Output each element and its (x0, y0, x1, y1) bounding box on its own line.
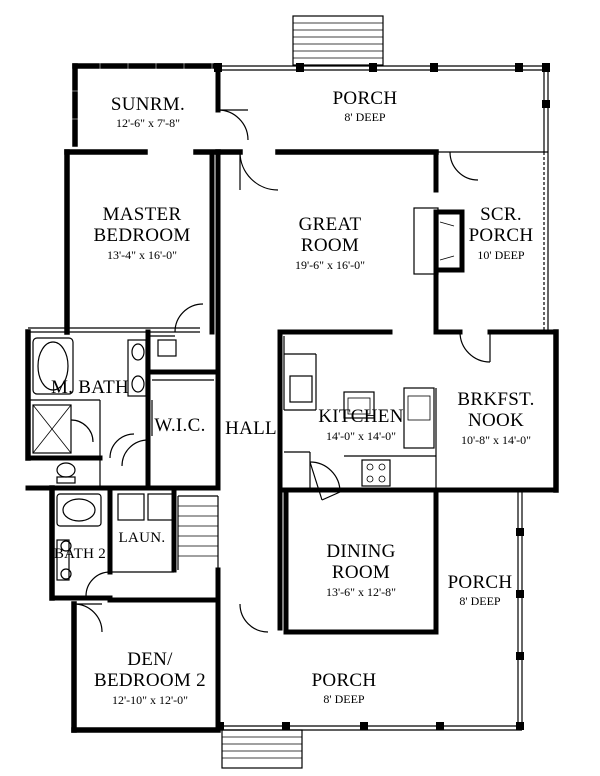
den-bedroom-2-name-1: DEN/ (127, 649, 173, 670)
screen-porch-name-2: PORCH (469, 225, 534, 246)
master-bath-name: M. BATH (51, 377, 129, 398)
porch-top-dims: 8' DEEP (344, 110, 385, 124)
hall-name: HALL (225, 418, 277, 439)
den-bedroom-2-name-2: BEDROOM 2 (94, 670, 206, 691)
porch-bottom-dims: 8' DEEP (323, 692, 364, 706)
den-walls (71, 597, 221, 733)
room-labels: SUNRM. 12'-6" x 7'-8" PORCH 8' DEEP MAST… (51, 88, 534, 707)
kitchen-dims: 14'-0" x 14'-0" (326, 429, 396, 443)
master-suite-walls (25, 149, 221, 491)
porch-right-dims: 8' DEEP (459, 594, 500, 608)
walk-in-closet-name: W.I.C. (154, 415, 205, 436)
bath2-laundry-walls (49, 485, 219, 601)
dining-room-name-2: ROOM (332, 562, 390, 583)
sunroom-name: SUNRM. (111, 94, 185, 115)
great-room-name-2: ROOM (301, 235, 359, 256)
bath-2-name: BATH 2 (54, 546, 106, 562)
nook-walls (433, 329, 559, 493)
breakfast-nook-name-1: BRKFST. (457, 389, 534, 410)
screen-porch-dims: 10' DEEP (477, 248, 524, 262)
porch-bottom-outline (216, 722, 522, 769)
kitchen-dining-walls (239, 329, 439, 635)
great-room-dims: 19'-6" x 16'-0" (295, 258, 365, 272)
exterior-walls (64, 149, 549, 335)
den-bedroom-2-dims: 12'-10" x 12'-0" (112, 693, 188, 707)
front-steps-top (292, 15, 384, 66)
dining-room-name-1: DINING (326, 541, 395, 562)
kitchen-name: KITCHEN (318, 406, 403, 427)
screen-porch-name-1: SCR. (480, 204, 522, 225)
sunroom-walls (72, 63, 249, 151)
porch-top-name: PORCH (333, 88, 398, 109)
master-bedroom-name-2: BEDROOM (93, 225, 190, 246)
breakfast-nook-dims: 10'-8" x 14'-0" (461, 433, 531, 447)
porch-right-name: PORCH (448, 572, 513, 593)
porch-right-outline (516, 490, 524, 730)
master-bedroom-name-1: MASTER (103, 204, 182, 225)
master-bedroom-dims: 13'-4" x 16'-0" (107, 248, 177, 262)
porch-top-outline (214, 63, 550, 152)
great-room-name-1: GREAT (299, 214, 362, 235)
breakfast-nook-name-2: NOOK (468, 410, 524, 431)
porch-bottom-name: PORCH (312, 670, 377, 691)
dining-room-dims: 13'-6" x 12'-8" (326, 585, 396, 599)
laundry-name: LAUN. (119, 530, 166, 546)
sunroom-dims: 12'-6" x 7'-8" (116, 116, 180, 130)
